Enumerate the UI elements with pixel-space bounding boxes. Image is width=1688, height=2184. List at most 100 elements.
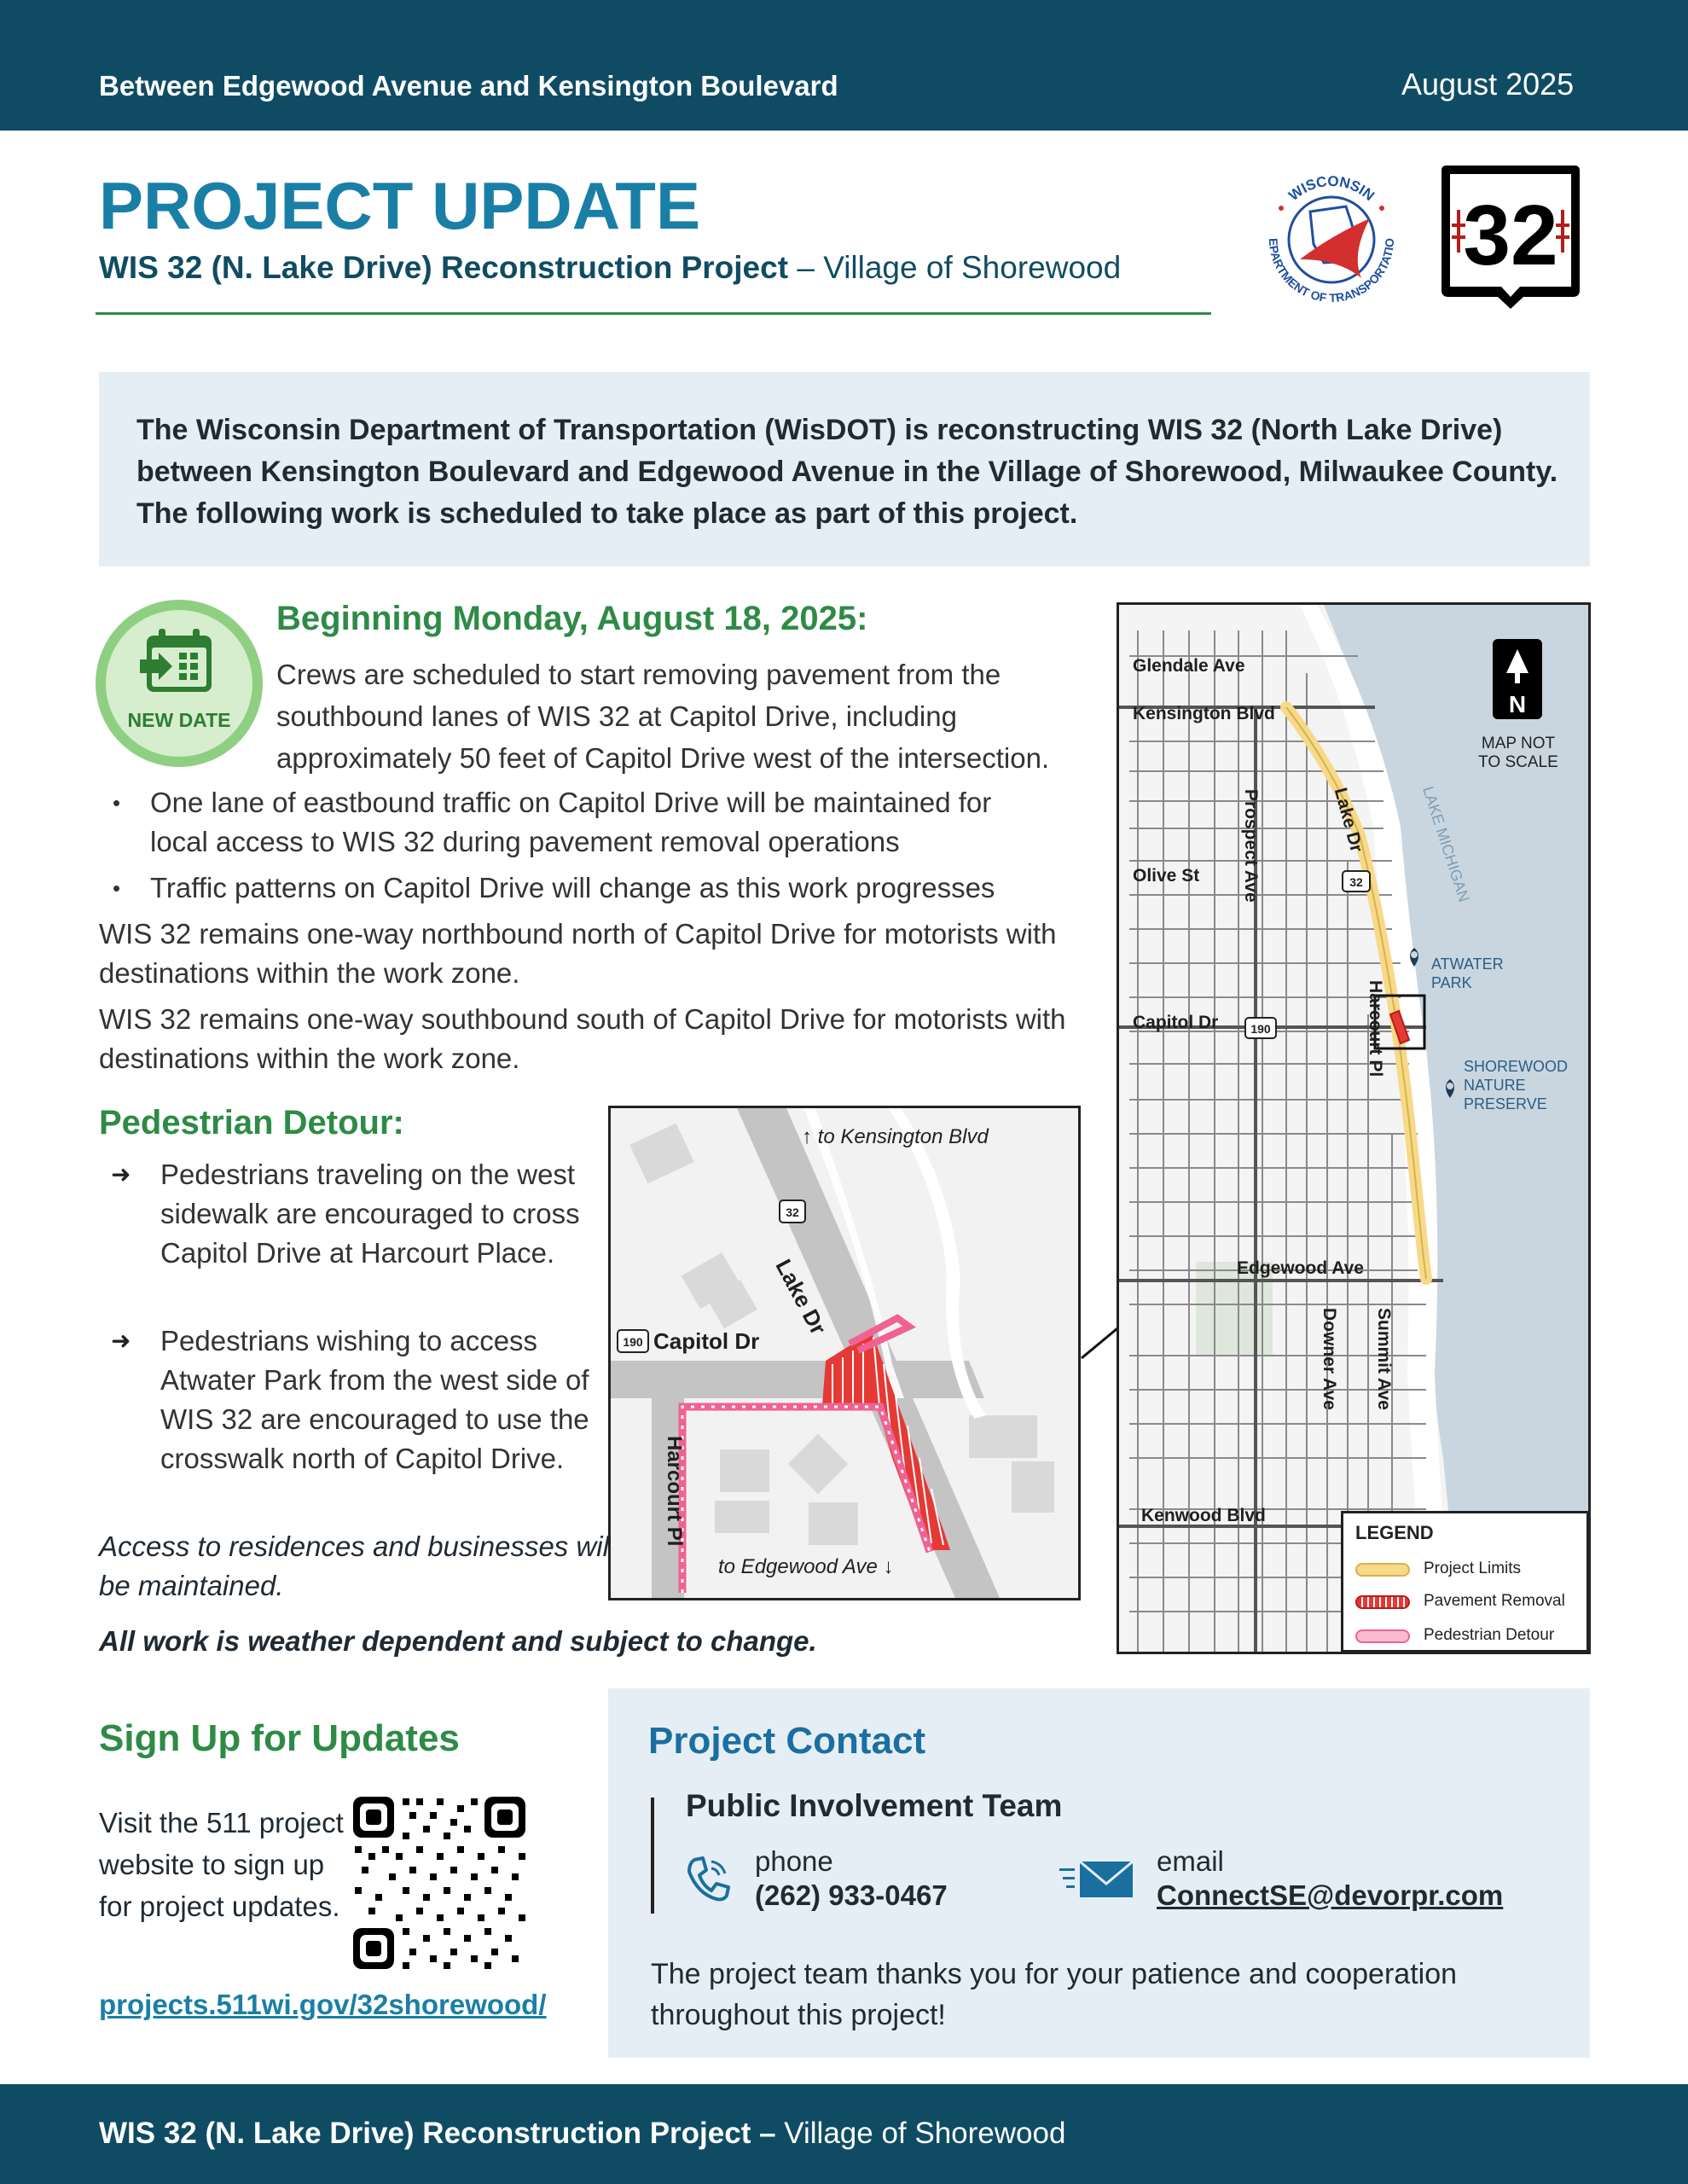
legend-title: LEGEND: [1355, 1522, 1434, 1543]
arrow-up-icon: ↑: [802, 1125, 812, 1148]
overview-map: 32 190 N Glendale Ave Kensington Blvd Ol…: [1117, 602, 1591, 1654]
detail-extent-box: [1373, 994, 1426, 1050]
harcourt-pl-label: Harcourt Pl: [663, 1436, 686, 1547]
to-edgewood-label: to Edgewood Ave ↓: [718, 1555, 893, 1579]
header-band: Between Edgewood Avenue and Kensington B…: [0, 0, 1688, 131]
bullet-text: One lane of eastbound traffic on Capitol…: [150, 787, 992, 857]
map-scale-note: MAP NOT TO SCALE: [1478, 735, 1558, 771]
legend-swatch-project-limits: [1355, 1563, 1410, 1577]
contact-divider: [651, 1798, 654, 1914]
detail-shield-190-text: 190: [623, 1335, 643, 1349]
legend-item-project-limits: Project Limits: [1424, 1560, 1522, 1577]
subtitle-divider: [96, 312, 1211, 315]
arrow-right-icon: ➜: [111, 1161, 131, 1188]
detail-shield-190: 190: [617, 1329, 649, 1353]
beginning-text: Crews are scheduled to start removing pa…: [276, 659, 1050, 774]
signup-heading: Sign Up for Updates: [99, 1717, 460, 1759]
overview-shield-190-text: 190: [1250, 1022, 1271, 1036]
detail-shield-32-text: 32: [786, 1205, 799, 1219]
arrow-down-icon: ↓: [883, 1555, 894, 1578]
arrow-right-icon: ➜: [111, 1327, 131, 1354]
edgewood-ave-label: Edgewood Ave: [1237, 1258, 1364, 1278]
contact-team: Public Involvement Team: [686, 1788, 1063, 1823]
detail-shield-32: 32: [779, 1199, 806, 1223]
overview-map-graphic: 32 190 N: [1119, 605, 1588, 1652]
bullet-dot: •: [113, 790, 121, 816]
downer-ave-label: Downer Ave: [1320, 1308, 1339, 1410]
email-label: email: [1157, 1845, 1224, 1877]
nature-preserve-pin-icon: [1446, 1079, 1454, 1098]
email-icon: [1059, 1860, 1134, 1897]
detail-buildings: [629, 1123, 1054, 1545]
segment-text: Between Edgewood Avenue and Kensington B…: [99, 70, 838, 102]
footer-project: WIS 32 (N. Lake Drive) Reconstruction Pr…: [99, 2117, 776, 2150]
to-kensington-label: ↑ to Kensington Blvd: [802, 1125, 989, 1149]
project-website-link[interactable]: projects.511wi.gov/32shorewood/: [99, 1989, 547, 2020]
prospect-ave-label: Prospect Ave: [1241, 789, 1261, 903]
atwater-pin-icon: [1410, 948, 1418, 967]
project-limits-outline: [1285, 706, 1427, 1280]
detour-text: Pedestrians traveling on the west sidewa…: [160, 1159, 580, 1269]
weather-note: All work is weather dependent and subjec…: [99, 1625, 817, 1657]
footer-place: Village of Shorewood: [775, 2117, 1066, 2150]
phone-label: phone: [755, 1845, 833, 1877]
email-address-link[interactable]: ConnectSE@devorpr.com: [1157, 1879, 1504, 1911]
phone-number[interactable]: (262) 933-0467: [755, 1879, 948, 1911]
legend-swatch-pedestrian-detour: [1355, 1629, 1410, 1643]
overview-shield-32: 32: [1342, 870, 1371, 892]
shield-ornament-left: [1452, 210, 1465, 253]
northbound-note: WIS 32 remains one-way northbound north …: [99, 918, 1057, 989]
legend-item-pavement-removal: Pavement Removal: [1424, 1592, 1565, 1610]
page-subtitle: WIS 32 (N. Lake Drive) Reconstruction Pr…: [99, 250, 1121, 286]
olive-st-label: Olive St: [1133, 866, 1200, 886]
crosswalk-detour: [848, 1314, 916, 1354]
issue-date: August 2025: [1401, 67, 1575, 102]
intro-panel: The Wisconsin Department of Transportati…: [99, 372, 1590, 566]
phone-icon: [687, 1856, 730, 1902]
kenwood-blvd-label: Kenwood Blvd: [1141, 1506, 1266, 1525]
qr-code-icon[interactable]: [350, 1793, 529, 1972]
capitol-dr-label: Capitol Dr: [653, 1328, 760, 1354]
page-title: PROJECT UPDATE: [99, 168, 700, 243]
capitol-dr-label: Capitol Dr: [1133, 1013, 1219, 1032]
pedestrian-detour-dots: [681, 1405, 931, 1593]
detail-map: 32 190 ↑ to Kensington Blvd to Edgewood …: [608, 1106, 1081, 1600]
green-space: [1196, 1262, 1273, 1356]
to-edgewood-text: to Edgewood Ave: [718, 1555, 878, 1578]
intro-text: The Wisconsin Department of Transportati…: [136, 414, 1558, 530]
north-letter: N: [1509, 691, 1526, 717]
footer-text: WIS 32 (N. Lake Drive) Reconstruction Pr…: [99, 2117, 1065, 2151]
contact-heading: Project Contact: [648, 1720, 926, 1762]
glendale-ave-label: Glendale Ave: [1133, 656, 1245, 676]
bullet-dot: •: [113, 875, 121, 901]
nature-preserve-label: SHOREWOOD NATURE PRESERVE: [1464, 1058, 1569, 1112]
southbound-note: WIS 32 remains one-way southbound south …: [99, 1003, 1066, 1074]
footer-band: WIS 32 (N. Lake Drive) Reconstruction Pr…: [0, 2084, 1688, 2184]
atwater-park-label: ATWATER PARK: [1431, 956, 1504, 991]
subtitle-project: WIS 32 (N. Lake Drive) Reconstruction Pr…: [99, 250, 789, 285]
to-kensington-text: to Kensington Blvd: [817, 1125, 989, 1148]
overview-shield-190: 190: [1244, 1017, 1277, 1039]
subtitle-place: Village of Shorewood: [823, 250, 1122, 285]
pavement-removal-area: [822, 1332, 950, 1550]
signup-text: Visit the 511 project website to sign up…: [99, 1807, 344, 1922]
legend-swatch-pavement-removal: [1355, 1595, 1410, 1609]
subtitle-separator: –: [788, 250, 824, 285]
access-note: Access to residences and businesses will…: [99, 1531, 616, 1601]
new-date-badge: NEW DATE: [96, 600, 263, 767]
lake-michigan-water: [1324, 605, 1588, 1652]
shield-ornament-right: [1556, 210, 1569, 253]
wis-32-shield: 32: [1441, 166, 1580, 309]
wisdot-logo: WISCONSIN DEPARTMENT OF TRANSPORTATION: [1250, 159, 1410, 318]
map-legend: LEGEND Project Limits Pavement Removal P…: [1341, 1511, 1589, 1653]
shield-number: 32: [1463, 188, 1557, 283]
pedestrian-heading: Pedestrian Detour:: [99, 1104, 404, 1141]
kensington-blvd-label: Kensington Blvd: [1133, 704, 1275, 723]
overview-removal-mark: [1389, 1009, 1411, 1045]
harcourt-pl-label: Harcourt Pl: [1366, 980, 1385, 1077]
bullet-text: Traffic patterns on Capitol Drive will c…: [150, 872, 995, 903]
badge-label: NEW DATE: [127, 709, 231, 731]
calendar-icon: [140, 629, 212, 692]
thanks-text: The project team thanks you for your pat…: [651, 1958, 1458, 2031]
north-arrow-icon: N: [1493, 639, 1542, 719]
